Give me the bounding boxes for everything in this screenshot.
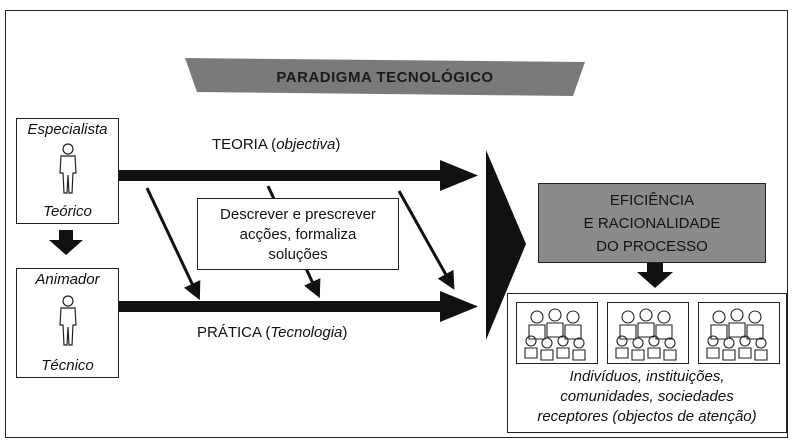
people-group-3 (698, 302, 780, 364)
people-group-2 (607, 302, 689, 364)
specialist-title: Especialista (27, 121, 108, 138)
convergence-wedge (486, 150, 526, 340)
receivers-line-3: receptores (objectos de atenção) (537, 408, 757, 425)
animator-box: Animador Técnico (16, 268, 119, 378)
receivers-box: Indivíduos, instituições, comunidades, s… (507, 293, 787, 433)
diagonal-arrow-left (145, 187, 201, 301)
people-group-1 (516, 302, 598, 364)
specialist-box: Especialista Teórico (16, 118, 119, 224)
paradigm-banner (185, 58, 585, 96)
animator-subtitle: Técnico (41, 357, 94, 374)
receivers-text: Indivíduos, instituições, comunidades, s… (508, 367, 786, 427)
theory-arrow (92, 160, 478, 191)
person-icon (58, 143, 77, 194)
specialist-subtitle: Teórico (43, 203, 92, 220)
receivers-line-2: comunidades, sociedades (560, 388, 734, 405)
practice-label-main: PRÁTICA (197, 324, 262, 341)
description-line-2: acções, formaliza (239, 226, 357, 243)
theory-label-main: TEORIA (212, 136, 268, 153)
description-line-1: Descrever e prescrever (220, 206, 376, 223)
animator-title: Animador (35, 271, 100, 288)
practice-label-qualifier: Tecnologia (270, 324, 343, 341)
efficiency-line-3: DO PROCESSO (596, 238, 708, 255)
group-of-people-icon (706, 308, 768, 361)
diagonal-arrow-right (397, 190, 455, 290)
practice-arrow (92, 291, 478, 322)
diagram-frame (5, 10, 788, 438)
efficiency-line-1: EFICIÊNCIA (609, 192, 695, 209)
receivers-line-1: Indivíduos, instituições, (569, 368, 725, 385)
person-icon (58, 295, 77, 346)
banner-title: PARADIGMA TECNOLÓGICO (276, 68, 494, 86)
group-of-people-icon (524, 308, 586, 361)
theory-label-qualifier: objectiva (276, 136, 336, 153)
practice-label: PRÁTICA (Tecnologia) (197, 324, 348, 341)
group-of-people-icon (615, 308, 677, 361)
description-line-3: soluções (268, 246, 328, 263)
efficiency-line-2: E RACIONALIDADE (583, 215, 721, 232)
specialist-to-animator-arrow (49, 230, 83, 255)
efficiency-box: EFICIÊNCIA E RACIONALIDADE DO PROCESSO (538, 183, 766, 263)
efficiency-to-receivers-arrow (637, 263, 673, 288)
theory-label: TEORIA (objectiva) (212, 136, 341, 153)
description-box: Descrever e prescrever acções, formaliza… (197, 198, 399, 270)
